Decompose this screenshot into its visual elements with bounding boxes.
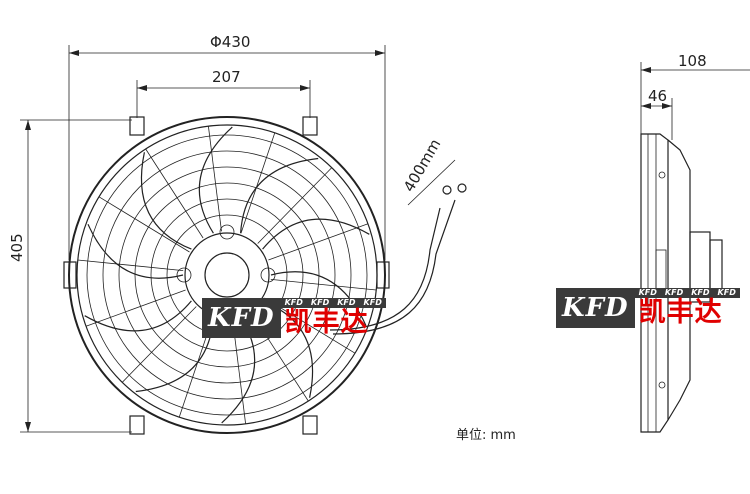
unit-label: 单位: mm bbox=[456, 428, 516, 443]
cable-wire-2 bbox=[332, 199, 456, 335]
kfd-mini-row: KFD KFD KFD KFD bbox=[634, 288, 740, 298]
kfd-logo: KFD bbox=[556, 288, 635, 328]
company-name: 凯丰达 bbox=[638, 297, 723, 328]
grille-spoke bbox=[77, 259, 184, 271]
mount-tab-left bbox=[63, 261, 77, 289]
grille-spoke bbox=[121, 306, 197, 383]
hub-inner bbox=[204, 252, 250, 298]
fan-blade bbox=[262, 218, 370, 250]
grille-spoke bbox=[270, 279, 377, 291]
side-bolt bbox=[658, 381, 666, 389]
arrow-icon bbox=[137, 85, 147, 91]
cable-length-label: 400mm bbox=[400, 136, 445, 195]
fan-blade bbox=[140, 152, 192, 250]
arrow-icon bbox=[69, 50, 79, 56]
watermark-side: KFD KFD KFD KFD KFD 凯丰达 bbox=[556, 288, 740, 328]
cable-terminal-2 bbox=[457, 183, 467, 193]
mount-tab-top-right bbox=[302, 116, 318, 136]
side-bracket bbox=[655, 249, 667, 291]
arrow-icon bbox=[25, 422, 31, 432]
spacing-label: 207 bbox=[212, 68, 241, 86]
watermark-front: KFD KFD KFD KFD KFD 凯丰达 bbox=[202, 298, 386, 338]
diameter-label: Φ430 bbox=[210, 33, 250, 51]
mount-tab-top-left bbox=[129, 116, 145, 136]
grille-spoke bbox=[85, 289, 186, 327]
arrow-icon bbox=[641, 67, 651, 73]
mount-tab-bottom-left bbox=[129, 415, 145, 435]
fan-blade bbox=[270, 271, 367, 326]
grille-spoke bbox=[98, 196, 190, 253]
grille-ring-1 bbox=[86, 134, 368, 416]
grille-ring-4 bbox=[134, 182, 320, 368]
mount-tab-right bbox=[376, 261, 390, 289]
arrow-icon bbox=[25, 120, 31, 130]
fan-blade bbox=[240, 157, 319, 234]
grille-ring-3 bbox=[118, 166, 336, 384]
motor-depth-label: 46 bbox=[648, 87, 667, 105]
kfd-mini-row: KFD KFD KFD KFD bbox=[280, 298, 386, 308]
arrow-icon bbox=[375, 50, 385, 56]
fan-blades bbox=[84, 126, 370, 424]
arrow-icon bbox=[641, 103, 651, 109]
cable-dim-line bbox=[407, 159, 456, 206]
cable-terminal-1 bbox=[442, 185, 452, 195]
arrow-icon bbox=[300, 85, 310, 91]
grille-spoke bbox=[257, 167, 333, 244]
fan-blade bbox=[87, 224, 184, 279]
total-depth-label: 108 bbox=[678, 52, 707, 70]
side-motor-cap bbox=[709, 239, 723, 295]
grille-spokes bbox=[77, 126, 377, 424]
grille-spoke bbox=[208, 126, 222, 232]
grille-spoke bbox=[145, 148, 204, 239]
company-name: 凯丰达 bbox=[284, 307, 369, 338]
grille-spoke bbox=[268, 223, 369, 261]
shroud-outer-ring bbox=[68, 116, 386, 434]
grille-spoke bbox=[240, 132, 276, 234]
grille-ring-5 bbox=[150, 198, 304, 352]
hub-mount-top bbox=[219, 224, 235, 240]
side-bolt bbox=[658, 171, 666, 179]
side-view: 108 46 bbox=[640, 52, 750, 433]
mount-tab-bottom-right bbox=[302, 415, 318, 435]
kfd-logo: KFD bbox=[202, 298, 281, 338]
side-grille-profile bbox=[667, 139, 691, 421]
hub-mount-right bbox=[260, 267, 276, 283]
hub-mount-left bbox=[176, 267, 192, 283]
height-label: 405 bbox=[8, 233, 26, 262]
fan-blade bbox=[84, 300, 192, 332]
front-view: 400mm Φ430 207 405 bbox=[8, 33, 467, 435]
shroud-inner-ring bbox=[76, 124, 378, 426]
fan-blade bbox=[198, 126, 233, 234]
cable-wire-1 bbox=[329, 207, 441, 331]
grille-ring-2 bbox=[102, 150, 352, 400]
arrow-icon bbox=[662, 103, 672, 109]
